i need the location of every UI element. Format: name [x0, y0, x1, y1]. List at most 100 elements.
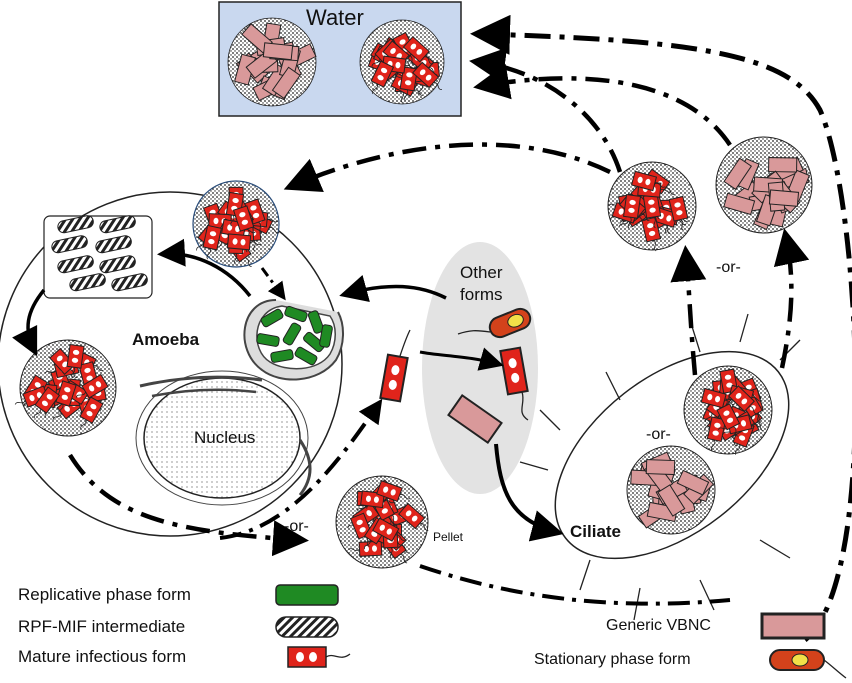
mif-cell — [66, 343, 85, 379]
arrow-ciliate-to-released-mif — [670, 245, 707, 376]
legend-rpf-mif-symbol — [275, 616, 339, 638]
ciliate-label: Ciliate — [570, 522, 622, 541]
mif-cell — [623, 193, 642, 229]
cilium — [759, 539, 791, 559]
arrow-vbnc-to-ciliate — [494, 443, 564, 542]
legend-symbols — [275, 584, 847, 679]
arrow-released-to-water-1 — [469, 47, 623, 173]
vbnc-cell — [657, 484, 686, 517]
mif-cell — [55, 380, 77, 415]
mif-cell — [226, 233, 262, 251]
mif-cell — [232, 205, 255, 240]
mif-cell — [372, 517, 406, 542]
rpf-mif-cell — [99, 255, 136, 274]
mif-cell — [75, 373, 109, 399]
cilium — [699, 579, 715, 611]
rpf-mif-cell — [57, 255, 94, 274]
mif-cell — [360, 490, 395, 509]
or-label-ciliate: -or- — [646, 426, 671, 443]
other-forms-line2: forms — [460, 285, 503, 304]
legend-mif-label: Mature infectious form — [18, 647, 187, 666]
amoeba-label: Amoeba — [132, 330, 200, 349]
mif-cell — [642, 193, 662, 229]
nucleus-label: Nucleus — [194, 428, 256, 447]
exiting-mif — [379, 329, 411, 403]
replicative-cell — [284, 305, 308, 323]
arrow-mif-to-other — [419, 347, 504, 371]
arrow-cluster-into-lcv — [260, 267, 286, 301]
mif-cell — [49, 347, 78, 379]
mif-cell — [376, 480, 411, 502]
pellet-label: Pellet — [433, 530, 464, 544]
mif-cell — [641, 216, 662, 252]
water-compartment — [218, 1, 462, 117]
vbnc-cell — [768, 189, 800, 207]
arrow-released-to-amoeba — [283, 142, 611, 192]
mif-cell — [668, 195, 689, 231]
mif-cell — [412, 61, 443, 91]
rpf-mif-cell — [57, 215, 94, 234]
arrow-pellet-to-mif — [219, 398, 383, 540]
vbnc-cell — [271, 66, 301, 99]
vbnc-cell — [723, 157, 753, 191]
ciliate-cell — [519, 313, 801, 621]
replicative-cell — [260, 308, 284, 328]
legend-replicative-label: Replicative phase form — [18, 585, 191, 604]
rpf-mif-group — [43, 215, 153, 299]
legend-stationary-symbol — [769, 649, 847, 679]
cilium — [605, 371, 621, 401]
rpf-mif-cell — [95, 235, 132, 254]
arrow-pellet-to-ciliate — [419, 564, 731, 606]
vbnc-cell — [676, 469, 710, 496]
or-label-released: -or- — [716, 259, 741, 276]
or-label-bottom: -or- — [284, 518, 309, 535]
legend-vbnc-label: Generic VBNC — [606, 617, 711, 634]
legend-mif-symbol — [287, 646, 351, 668]
legend-vbnc-symbol — [760, 612, 826, 640]
legend-rpf-mif-label: RPF-MIF intermediate — [18, 617, 186, 636]
mif-cell — [727, 385, 758, 415]
arrow-lcv-to-rpf — [157, 238, 252, 298]
mif-cell — [716, 403, 741, 437]
mif-cell — [202, 224, 222, 260]
cilium — [539, 409, 561, 431]
mif-cell — [370, 60, 395, 95]
replicative-cell — [270, 349, 294, 363]
mif-cell — [706, 416, 727, 451]
mif-cell — [402, 35, 433, 65]
replicative-cell — [319, 324, 333, 348]
replicative-cells — [256, 305, 333, 366]
amoeba-cell — [0, 180, 344, 537]
vbnc-cell — [262, 42, 294, 61]
cilium — [519, 461, 549, 471]
replicative-cell — [256, 333, 280, 347]
water-mif-cells — [367, 31, 443, 103]
other-forms-label: Other forms — [460, 262, 503, 306]
rpf-mif-cell — [99, 215, 136, 234]
water-vbnc-cells — [234, 22, 317, 102]
mif-cell — [79, 396, 104, 430]
mif-cell — [700, 387, 736, 409]
mif-cell — [398, 502, 429, 531]
other-forms-line1: Other — [460, 263, 503, 282]
vbnc-cell — [768, 157, 798, 173]
replicative-cell — [303, 331, 325, 353]
vbnc-cell — [723, 192, 756, 216]
legend-stationary-label: Stationary phase form — [534, 651, 691, 668]
arrow-rpf-to-mif — [12, 288, 46, 357]
vbnc-cell — [645, 459, 676, 476]
legend-replicative-symbol — [275, 584, 339, 606]
water-label: Water — [306, 5, 364, 30]
cilium — [739, 313, 749, 343]
cilium — [579, 559, 591, 591]
rpf-mif-cell — [51, 235, 88, 254]
mif-cell — [33, 386, 61, 418]
rpf-mif-cell — [111, 273, 148, 292]
mif-cell — [14, 385, 50, 408]
replicative-cell — [282, 322, 302, 346]
mif-cell — [348, 540, 383, 557]
arrow-amoeba-to-pellet — [68, 453, 309, 557]
replicative-cell — [294, 346, 318, 366]
mif-cell — [630, 170, 666, 192]
